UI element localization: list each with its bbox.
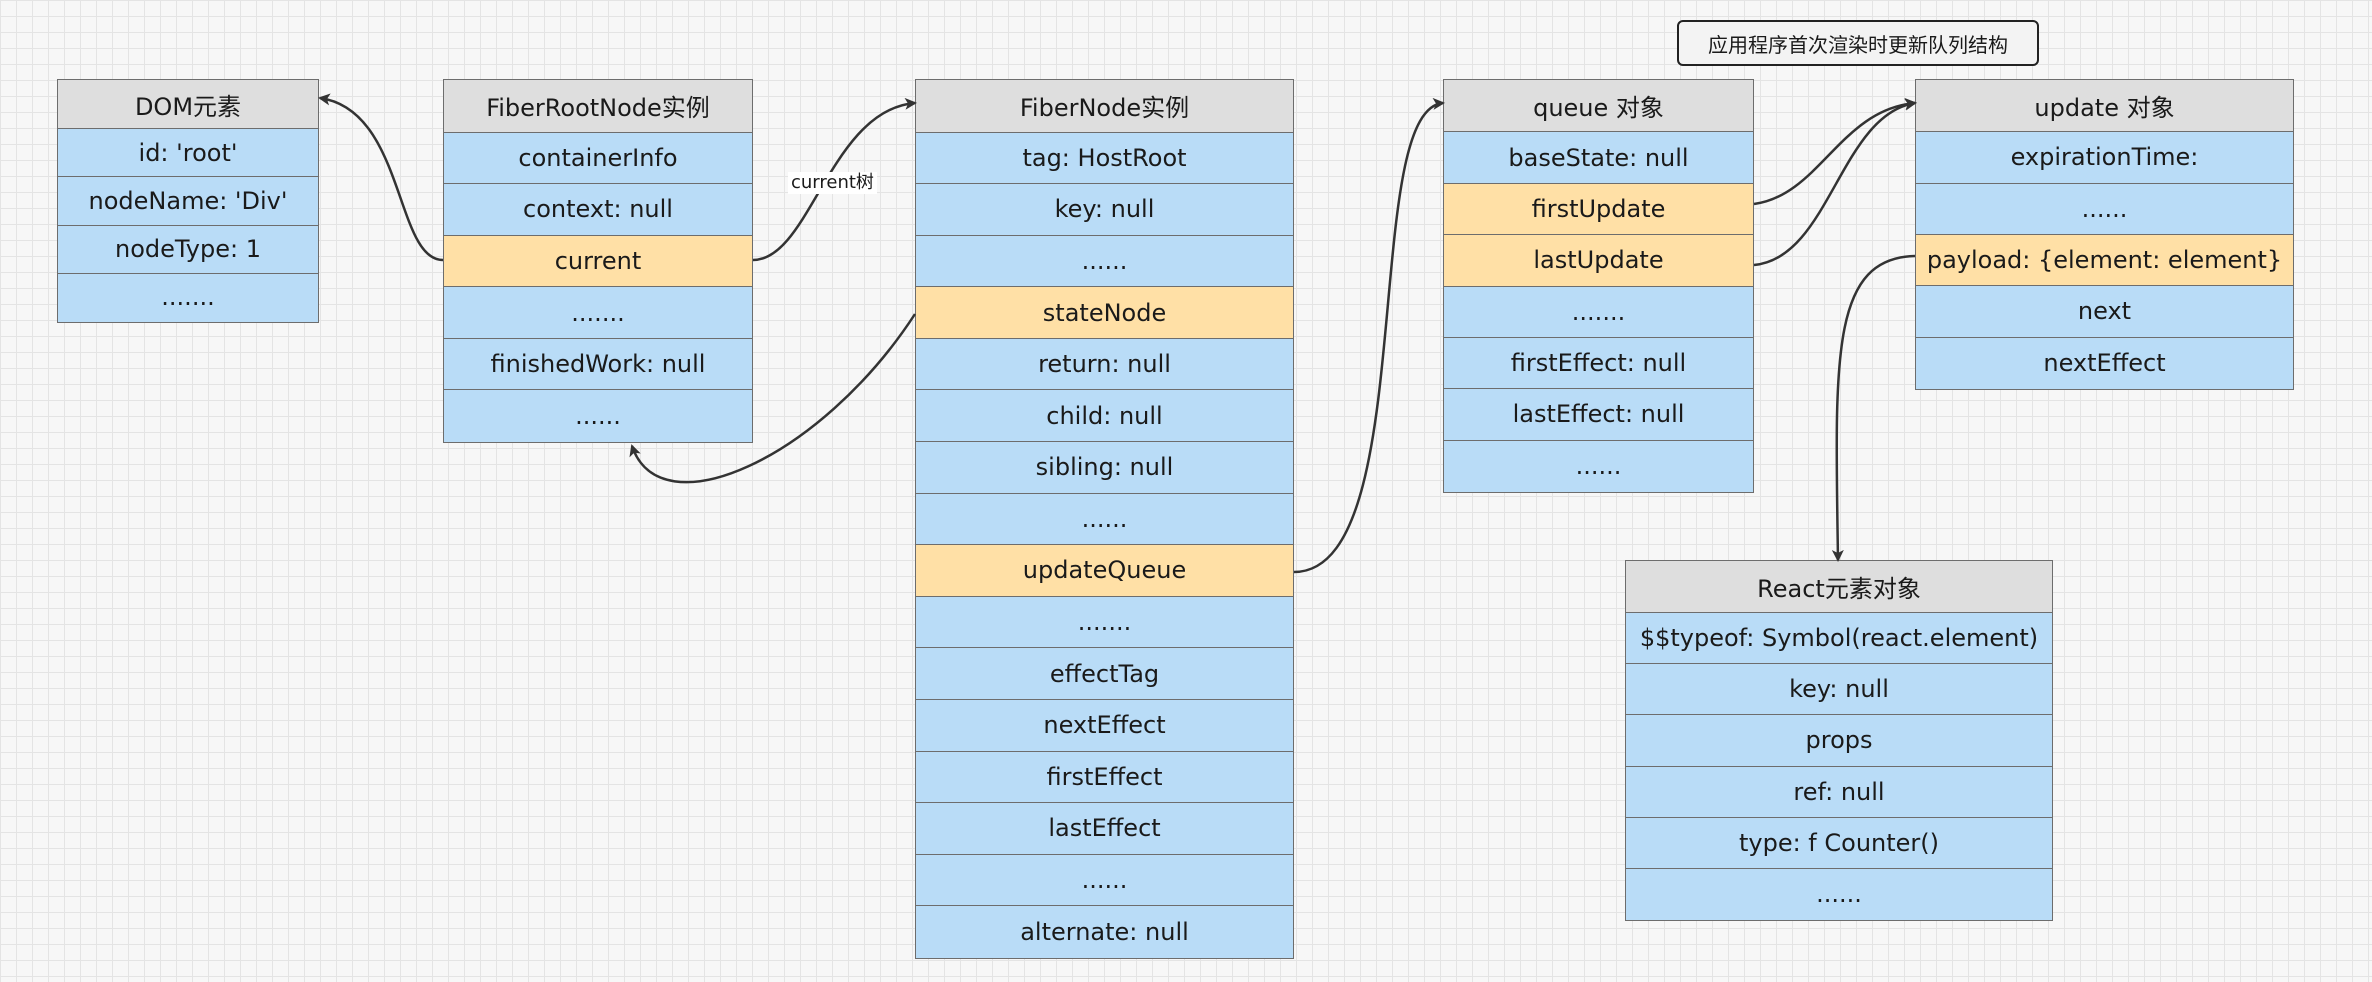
fiber-node-field: alternate: null	[916, 905, 1293, 957]
current-tree-label: current树	[788, 172, 877, 194]
fiber-node-field: tag: HostRoot	[916, 131, 1293, 184]
fiber-node-field: ......	[916, 853, 1293, 906]
queue-header: queue 对象	[1444, 80, 1753, 132]
dom-field: nodeName: 'Div'	[58, 176, 318, 225]
fiber-root-field: finishedWork: null	[444, 337, 752, 390]
fiber-root-field: .......	[444, 286, 752, 338]
queue-field: firstEffect: null	[1444, 336, 1753, 389]
fiber-node-header: FiberNode实例	[916, 80, 1293, 132]
dom-header: DOM元素	[58, 80, 318, 129]
fiber-node-field: .......	[916, 595, 1293, 648]
fiber-root-field: current	[444, 234, 752, 287]
queue-field: lastUpdate	[1444, 234, 1753, 286]
fiber-node-field: child: null	[916, 389, 1293, 442]
react-element-field: props	[1626, 714, 2052, 766]
fiber-node-field: sibling: null	[916, 441, 1293, 493]
fiber-node-field: ......	[916, 234, 1293, 287]
fiber-node-field: return: null	[916, 337, 1293, 390]
dom-field: .......	[58, 272, 318, 321]
edge-updatequeue-to-queue	[1293, 97, 1445, 574]
edge-current-to-dom	[318, 93, 444, 262]
update-field: payload: {element: element}	[1916, 233, 2293, 286]
update-field: nextEffect	[1916, 336, 2293, 388]
queue-field: ......	[1444, 439, 1753, 491]
fiber-node-field: firstEffect	[916, 750, 1293, 803]
update-field: next	[1916, 285, 2293, 337]
react-element-box: React元素对象$$typeof: Symbol(react.element)…	[1625, 560, 2053, 921]
fiber-root-field: context: null	[444, 183, 752, 235]
fiber-node-field: effectTag	[916, 647, 1293, 699]
edge-payload-to-react-element	[1831, 254, 1916, 562]
react-element-field: $$typeof: Symbol(react.element)	[1626, 612, 2052, 664]
fiber-root-field: ......	[444, 389, 752, 441]
react-element-field: ......	[1626, 867, 2052, 919]
react-element-field: type: f Counter()	[1626, 816, 2052, 868]
queue-field: lastEffect: null	[1444, 388, 1753, 440]
react-element-header: React元素对象	[1626, 561, 2052, 613]
queue-field: baseState: null	[1444, 131, 1753, 183]
edge-firstupdate-to-update	[1753, 97, 1917, 206]
react-element-field: ref: null	[1626, 765, 2052, 817]
update-field: ......	[1916, 182, 2293, 234]
edge-lastupdate-to-update	[1753, 98, 1917, 267]
queue-field: firstUpdate	[1444, 182, 1753, 235]
fiber-node-field: key: null	[916, 183, 1293, 235]
dom-field: id: 'root'	[58, 128, 318, 177]
fiber-node-field: stateNode	[916, 286, 1293, 338]
diagram-title: 应用程序首次渲染时更新队列结构	[1677, 20, 2039, 66]
fiber-node-field: ......	[916, 492, 1293, 545]
dom-field: nodeType: 1	[58, 224, 318, 273]
update-field: expirationTime:	[1916, 131, 2293, 183]
fiber-root-field: containerInfo	[444, 131, 752, 184]
fiber-node-field: nextEffect	[916, 698, 1293, 751]
queue-field: .......	[1444, 285, 1753, 337]
fiber-node-field: updateQueue	[916, 544, 1293, 596]
fiber-root-header: FiberRootNode实例	[444, 80, 752, 132]
update-header: update 对象	[1916, 80, 2293, 132]
fiber-node-field: lastEffect	[916, 802, 1293, 854]
react-element-field: key: null	[1626, 663, 2052, 715]
